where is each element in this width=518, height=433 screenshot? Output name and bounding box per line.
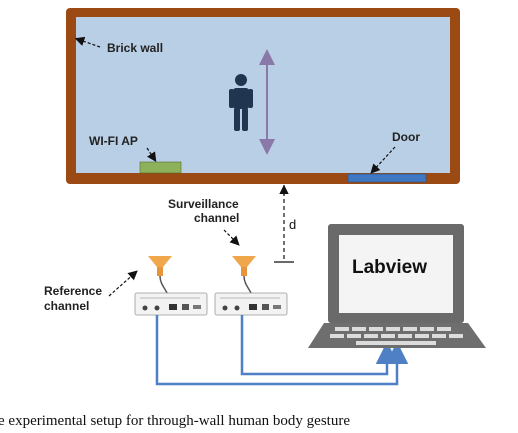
door-pointer-arrow <box>370 146 396 174</box>
labview-label: Labview <box>352 257 427 278</box>
surveillance-horn-antenna-icon <box>232 256 256 296</box>
door <box>347 173 427 183</box>
surveillance-cable <box>240 315 399 376</box>
figure-caption: e experimental setup for through-wall hu… <box>0 413 350 428</box>
laptop-screen <box>339 235 453 313</box>
person-icon <box>229 74 253 131</box>
surveillance-sdr-receiver-icon <box>214 292 288 316</box>
wifi-ap-pointer-arrow <box>146 147 157 162</box>
surveillance-pointer-arrow <box>223 229 240 246</box>
brick-wall-label: Brick wall <box>107 41 163 55</box>
surveillance-channel-label-line1: Surveillance <box>168 197 239 211</box>
room <box>66 8 460 184</box>
brick-wall-pointer-arrow <box>74 36 101 48</box>
reference-sdr-receiver-icon <box>134 292 208 316</box>
reference-pointer-arrow <box>108 270 138 297</box>
reference-cable <box>155 315 409 386</box>
wifi-ap-device <box>139 161 182 174</box>
distance-label: d <box>289 217 296 232</box>
reference-channel-label-line2: channel <box>44 299 89 313</box>
laptop-icon <box>308 224 486 348</box>
reference-channel-label-line1: Reference <box>44 284 102 298</box>
surveillance-channel-label-line2: channel <box>194 211 239 225</box>
door-label: Door <box>392 130 420 144</box>
reference-horn-antenna-icon <box>148 256 172 296</box>
wifi-ap-label: WI-FI AP <box>89 134 138 148</box>
